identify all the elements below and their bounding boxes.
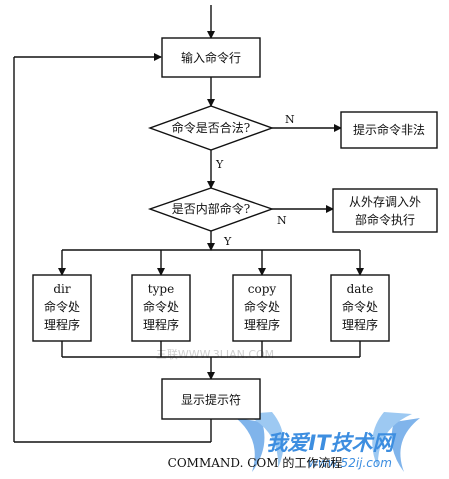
handler-date: date 命令处 理程序 xyxy=(330,274,390,342)
decision-internal-label: 是否内部命令? xyxy=(172,201,250,216)
edge-label-internal-no: N xyxy=(277,214,287,227)
handler-date-line2: 理程序 xyxy=(342,317,378,332)
decision-internal-command: 是否内部命令? xyxy=(147,187,275,232)
handler-dir-line2: 理程序 xyxy=(44,317,80,332)
edge-label-valid-yes: Y xyxy=(215,158,224,171)
handler-date-name: date xyxy=(347,282,374,296)
watermark-logo-icon xyxy=(236,412,420,472)
edge-label-valid-no: N xyxy=(285,113,295,126)
handler-copy-name: copy xyxy=(248,282,277,296)
watermark-brand-text: 我爱IT技术网 xyxy=(266,431,396,455)
handler-date-line1: 命令处 xyxy=(342,299,378,314)
decision-valid-label: 命令是否合法? xyxy=(172,120,250,135)
node-external-label-line2: 部命令执行 xyxy=(355,212,415,227)
watermark: 三联WWW.3LIAN.COM 我爱IT技术网 www.52ij.com xyxy=(156,348,420,472)
node-show-prompt-label: 显示提示符 xyxy=(181,392,241,407)
handler-copy-line2: 理程序 xyxy=(244,317,280,332)
node-input-command: 输入命令行 xyxy=(161,37,261,78)
handler-type: type 命令处 理程序 xyxy=(131,274,191,342)
watermark-brand-url: www.52ij.com xyxy=(308,456,392,470)
handler-type-line1: 命令处 xyxy=(143,299,179,314)
node-input-label: 输入命令行 xyxy=(181,50,241,65)
edge-label-internal-yes: Y xyxy=(223,235,232,248)
decision-command-valid: 命令是否合法? xyxy=(147,105,275,151)
handler-copy-line1: 命令处 xyxy=(244,299,280,314)
figure-caption: COMMAND. COM 的工作流程 xyxy=(168,455,343,470)
handler-type-line2: 理程序 xyxy=(143,317,179,332)
handler-type-name: type xyxy=(148,282,174,296)
node-invalid-prompt: 提示命令非法 xyxy=(340,111,438,149)
node-external-label-line1: 从外存调入外 xyxy=(349,195,421,209)
node-show-prompt: 显示提示符 xyxy=(161,378,261,420)
node-invalid-label: 提示命令非法 xyxy=(353,122,425,137)
handler-dir: dir 命令处 理程序 xyxy=(32,274,92,342)
handler-dir-line1: 命令处 xyxy=(44,299,80,314)
connectors xyxy=(13,5,364,443)
handler-copy: copy 命令处 理程序 xyxy=(232,274,292,342)
handler-dir-name: dir xyxy=(53,282,71,296)
node-external-command: 从外存调入外 部命令执行 xyxy=(332,188,438,233)
watermark-center-text: 三联WWW.3LIAN.COM xyxy=(156,348,274,361)
